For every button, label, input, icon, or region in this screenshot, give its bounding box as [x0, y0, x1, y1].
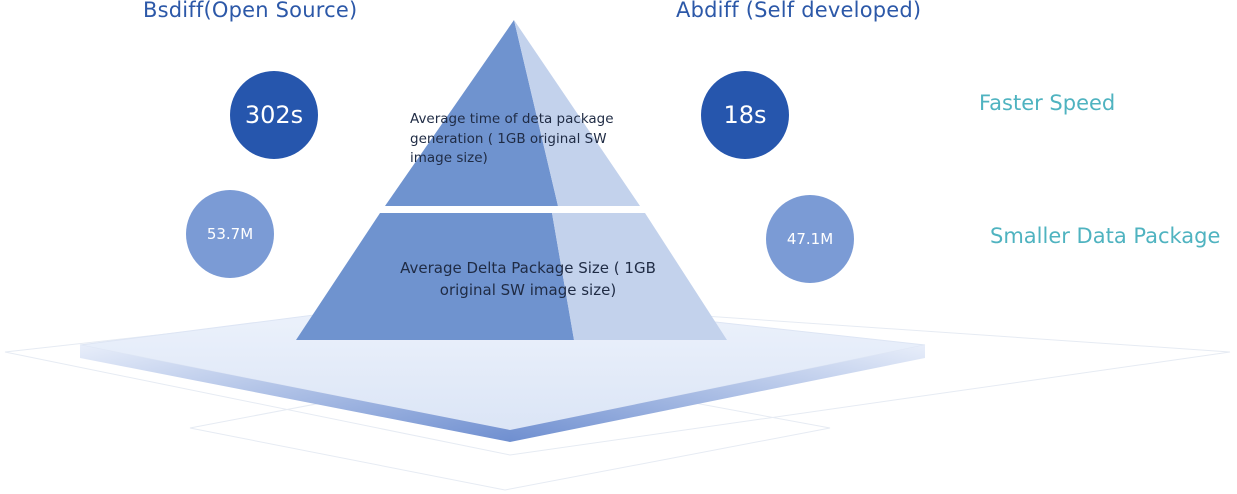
pyramid-top-text: Average time of deta package generation …: [410, 111, 614, 167]
abdiff-size-bubble: 47.1M: [766, 195, 854, 283]
abdiff-time-bubble: 18s: [701, 71, 789, 159]
smaller-package-label: Smaller Data Package: [990, 224, 1221, 248]
faster-speed-label: Faster Speed: [979, 91, 1116, 115]
pyramid-bottom-text: Average Delta Package Size ( 1GB origina…: [400, 259, 656, 299]
abdiff-size-value: 47.1M: [786, 230, 834, 248]
bsdiff-time-value: 302s: [244, 101, 304, 129]
abdiff-time-value: 18s: [723, 101, 767, 129]
bsdiff-size-bubble: 53.7M: [186, 190, 274, 278]
pyramid-top-left-face: [385, 20, 558, 206]
pyramid-bottom-right-face: [552, 213, 727, 340]
platform-edge-left: [80, 345, 510, 442]
abdiff-title: Abdiff (Self developed): [676, 0, 922, 22]
platform-edge-right: [510, 345, 925, 442]
bsdiff-title: Bsdiff(Open Source): [143, 0, 358, 22]
pyramid-bottom-left-face: [296, 213, 574, 340]
bsdiff-size-value: 53.7M: [206, 225, 254, 243]
bsdiff-time-bubble: 302s: [230, 71, 318, 159]
pyramid-top-right-face: [514, 20, 640, 206]
